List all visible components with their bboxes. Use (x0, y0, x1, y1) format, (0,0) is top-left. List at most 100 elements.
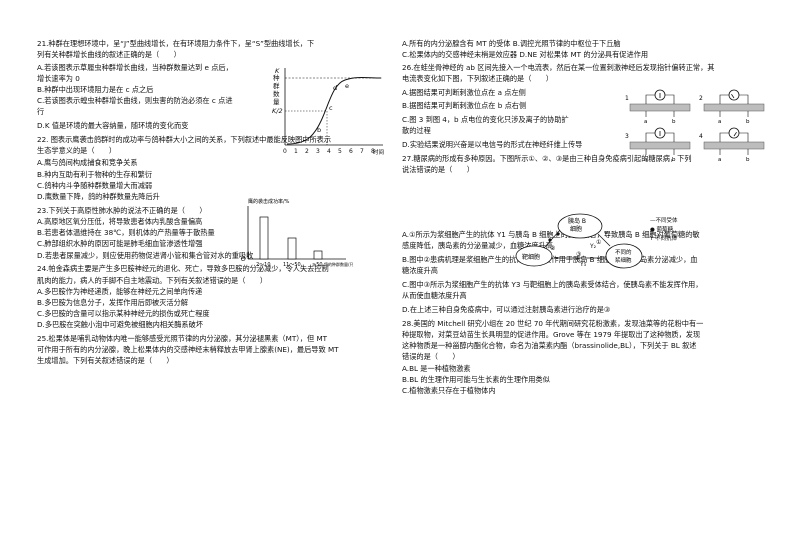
question-23: 23.下列关于高原性肺水肿的说法不正确的是（ ） A.高原地区氧分压低，将导致患… (37, 205, 395, 261)
legend-glucose: ● 葡萄糖 (650, 225, 674, 233)
category-label: 2～10 (256, 262, 271, 268)
q23-option-d: D.若患者尿量减少，则应使用药物促进肾小管和集合管对水的重吸收 (37, 250, 254, 260)
wire-a (719, 132, 729, 142)
q24-option-b: B.多巴胺为信息分子，发挥作用后即被灭活分解 (37, 297, 188, 307)
x-tick-label: 5 (338, 148, 342, 155)
q21-option-b: B.种群中出现环境阻力是在 c 点之后 (37, 84, 154, 94)
q26-option-a: A.据图结果可判断刺激位点在 a 点左侧 (402, 87, 526, 97)
point-a-label: a (644, 157, 647, 163)
q23-stem: 23.下列关于高原性肺水肿的说法不正确的是（ ） (37, 205, 207, 215)
x-tick-label: 8 (371, 148, 375, 155)
q22-option-a: A.鹰与鸽间构成捕食和竞争关系 (37, 158, 138, 168)
x-axis-label: 鸽的种群数量/只 (324, 261, 353, 267)
islet-b-cell-label: 胰岛 B (568, 217, 586, 225)
antibody-label: Y₂ (589, 243, 597, 250)
islet-b-cell-label: 细胞 (570, 225, 582, 233)
ammeter-needle (733, 131, 737, 137)
panel-number: 2 (699, 95, 703, 102)
k2-label: K/2 (272, 107, 283, 115)
point-b-label: b (672, 157, 676, 163)
galvanometer-panel: 1 a b (625, 89, 691, 125)
point-a-label: a (718, 119, 721, 125)
q27-option-c-cont: 从而使血糖浓度升高 (402, 291, 467, 301)
q25-stem-line: 生成增加。下列有关叙述错误的是（ ） (37, 356, 174, 366)
q25-stem-line: 可作用于所有的内分泌腺，晚上松果体内的交感神经末梢释放去甲肾上腺素(NE)，最后… (37, 345, 339, 355)
q28-option-c: C.植物激素只存在于植物体内 (402, 386, 496, 396)
q25-options: A.所有的内分泌腺含有 MT 的受体 B.调控光照节律的中枢位于下丘脑 C.松果… (402, 38, 766, 60)
galvanometer-panel: 2 a b (699, 89, 765, 125)
wire-b (739, 94, 749, 104)
glucose-dot (548, 238, 552, 242)
s-curve (286, 77, 382, 145)
origin-label: O (241, 256, 246, 263)
arrow-plasma-to-islet (597, 233, 611, 247)
y-axis-label-char: 量 (273, 98, 280, 106)
q21-option-d: D.K 值是环境的最大容纳量，随环境的变化而变 (37, 121, 189, 131)
q26-option-c: C.图 3 到图 4，b 点电位的变化只涉及离子的协助扩 (402, 115, 569, 125)
ammeter-dial (728, 127, 740, 139)
legend-receptor: —不同受体 (650, 216, 678, 224)
q23-option-a: A.高原地区氧分压低，将导致患者体内乳酸含量偏高 (37, 216, 203, 226)
num-label: ② (550, 245, 556, 252)
point-b-label: b (746, 119, 750, 125)
q21-stem-line: 列有关种群增长曲线的叙述正确的是（ ） (37, 50, 181, 60)
q24-stem-line: 24.帕金森病主要是产生多巴胺神经元的退化、死亡，导致多巴胺的分泌减少，令人失去… (37, 264, 329, 274)
panel-number: 3 (625, 133, 629, 140)
wire-b (665, 132, 675, 142)
q25-stem-line: 25.松果体是哺乳动物体内唯一能够感受光照节律的内分泌腺，其分泌褪黑素（MT），… (37, 334, 328, 344)
q24-option-d: D.多巴胺在突触小泡中可避免被细胞内相关酶系破坏 (37, 320, 203, 330)
x-tick-label: 0 (283, 148, 287, 155)
q24-stem-line: 肌肉的能力，病人的手脚不自主地震动。下列有关叙述错误的是（ ） (37, 275, 268, 285)
ammeter-dial (728, 89, 740, 101)
point-label-d: d (333, 84, 337, 92)
ammeter-needle (731, 93, 735, 99)
y-axis-label-char: 数 (273, 89, 280, 98)
point-a-label: a (644, 119, 647, 125)
x-tick-label: 1 (294, 148, 298, 155)
q22-option-c: C.鸽种内斗争随种群数量增大而减弱 (37, 180, 153, 190)
left-column: 21.种群在理想环境中，呈“J”型曲线增长，在有环境阻力条件下，呈“S”型曲线增… (37, 38, 395, 367)
q25-option-cd: C.松果体内的交感神经末梢是效应器 D.NE 对松果体 MT 的分泌具有促进作用 (402, 50, 649, 60)
nerve-fiber (703, 103, 765, 112)
q28-stem-line: 这种物质是一种甾醇内酯化合物，命名为油菜素内酯（brassinolide,BL）… (402, 341, 697, 351)
category-label: 11～50 (283, 262, 301, 268)
plasma-cell-label: 浆细胞 (615, 256, 632, 264)
q26-option-b: B.据图结果可判断刺激位点在 b 点右侧 (402, 101, 527, 111)
question-21: 21.种群在理想环境中，呈“J”型曲线增长，在有环境阻力条件下，呈“S”型曲线增… (37, 38, 395, 131)
glucose-dot (556, 232, 560, 236)
bar-ge50 (313, 250, 323, 260)
x-tick-label: 4 (327, 148, 331, 155)
wire-a (645, 132, 655, 142)
x-tick-label: 2 (305, 148, 309, 155)
x-tick-label: 6 (349, 148, 353, 155)
q23-option-c: C.肺部组织水肿的原因可能是肺毛细血管渗透性增强 (37, 239, 203, 249)
q22-option-b: B.种内互助有利于物种的生存和繁衍 (37, 169, 153, 179)
point-label-e: e (345, 82, 349, 90)
q26-option-d: D.实验结果说明兴奋是以电信号的形式在神经纤维上传导 (402, 140, 583, 150)
x-tick-label: 7 (360, 148, 364, 155)
q21-option-c-cont: 行 (37, 107, 45, 117)
question-25: 25.松果体是哺乳动物体内唯一能够感受光照节律的内分泌腺，其分泌褪黑素（MT），… (37, 333, 395, 367)
q21-option-a-cont: 增长速率为 0 (37, 73, 80, 83)
point-b-label: b (672, 119, 676, 125)
nerve-fiber (629, 103, 691, 112)
question-22: 22. 图表示鹰袭击鸽群时的成功率与鸽种群大小之间的关系，下列叙述中最能反映图中… (37, 134, 395, 202)
category-label: ≥50 (312, 262, 323, 268)
nerve-fiber (629, 141, 691, 150)
num-label: ③ (576, 251, 581, 258)
point-label-b: b (317, 126, 321, 134)
wire-a (645, 94, 655, 104)
point-a-label: a (718, 157, 721, 163)
wire-b (665, 94, 675, 104)
q21-option-a: A.若该图表示草履虫种群增长曲线，当种群数量达到 e 点后， (37, 62, 233, 72)
q21-stem-line: 21.种群在理想环境中，呈“J”型曲线增长，在有环境阻力条件下，呈“S”型曲线增… (37, 39, 315, 48)
panel-number: 4 (699, 133, 703, 140)
q27-option-d: D.在上述三种自身免疫病中，可以通过注射胰岛素进行治疗的是③ (402, 305, 611, 315)
num-label: ① (596, 239, 601, 246)
panel-number: 1 (625, 95, 629, 102)
q21-option-c: C.若该图表示蝗虫种群增长曲线，则虫害的防治必须在 c 点进 (37, 96, 233, 106)
y-axis-label-char: 种 (273, 73, 280, 82)
